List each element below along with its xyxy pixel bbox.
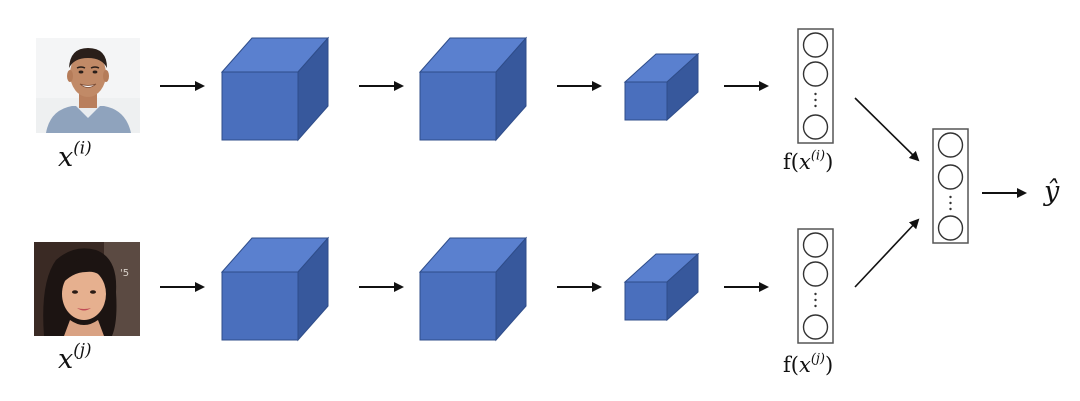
conv-cube-bottom-1 (222, 238, 328, 340)
arrow-merge-top (855, 98, 918, 160)
conv-cube-bottom-3 (625, 254, 698, 320)
encoding-label-top-suffix: ) (825, 150, 833, 174)
encoding-vector-bottom (798, 229, 833, 343)
input-label-top-sup: (i) (73, 137, 91, 157)
encoding-label-bottom-sup: (j) (811, 351, 825, 366)
encoding-label-bottom-prefix: f( (783, 353, 799, 377)
input-label-top-var: x (58, 142, 73, 173)
conv-cube-bottom-2 (420, 238, 526, 340)
output-vector (933, 129, 968, 243)
input-label-bottom-sup: (j) (73, 339, 91, 359)
output-label: ŷ (1044, 178, 1059, 205)
conv-cube-top-2 (420, 38, 526, 140)
input-label-bottom-var: x (58, 344, 73, 375)
conv-cube-top-1 (222, 38, 328, 140)
arrow-merge-bottom (855, 220, 918, 287)
input-label-top: x(i) (58, 144, 92, 171)
conv-cube-top-3 (625, 54, 698, 120)
encoding-label-top: f(x(i)) (783, 152, 833, 173)
encoding-label-bottom-suffix: ) (825, 353, 833, 377)
output-label-text: ŷ (1044, 176, 1059, 207)
encoding-vector-top (798, 29, 833, 143)
encoding-label-top-prefix: f( (783, 150, 799, 174)
encoding-label-bottom-var: x (799, 353, 811, 377)
encoding-label-bottom: f(x(j)) (783, 355, 833, 376)
encoding-label-top-sup: (i) (811, 148, 825, 163)
encoding-label-top-var: x (799, 150, 811, 174)
input-label-bottom: x(j) (58, 346, 91, 373)
